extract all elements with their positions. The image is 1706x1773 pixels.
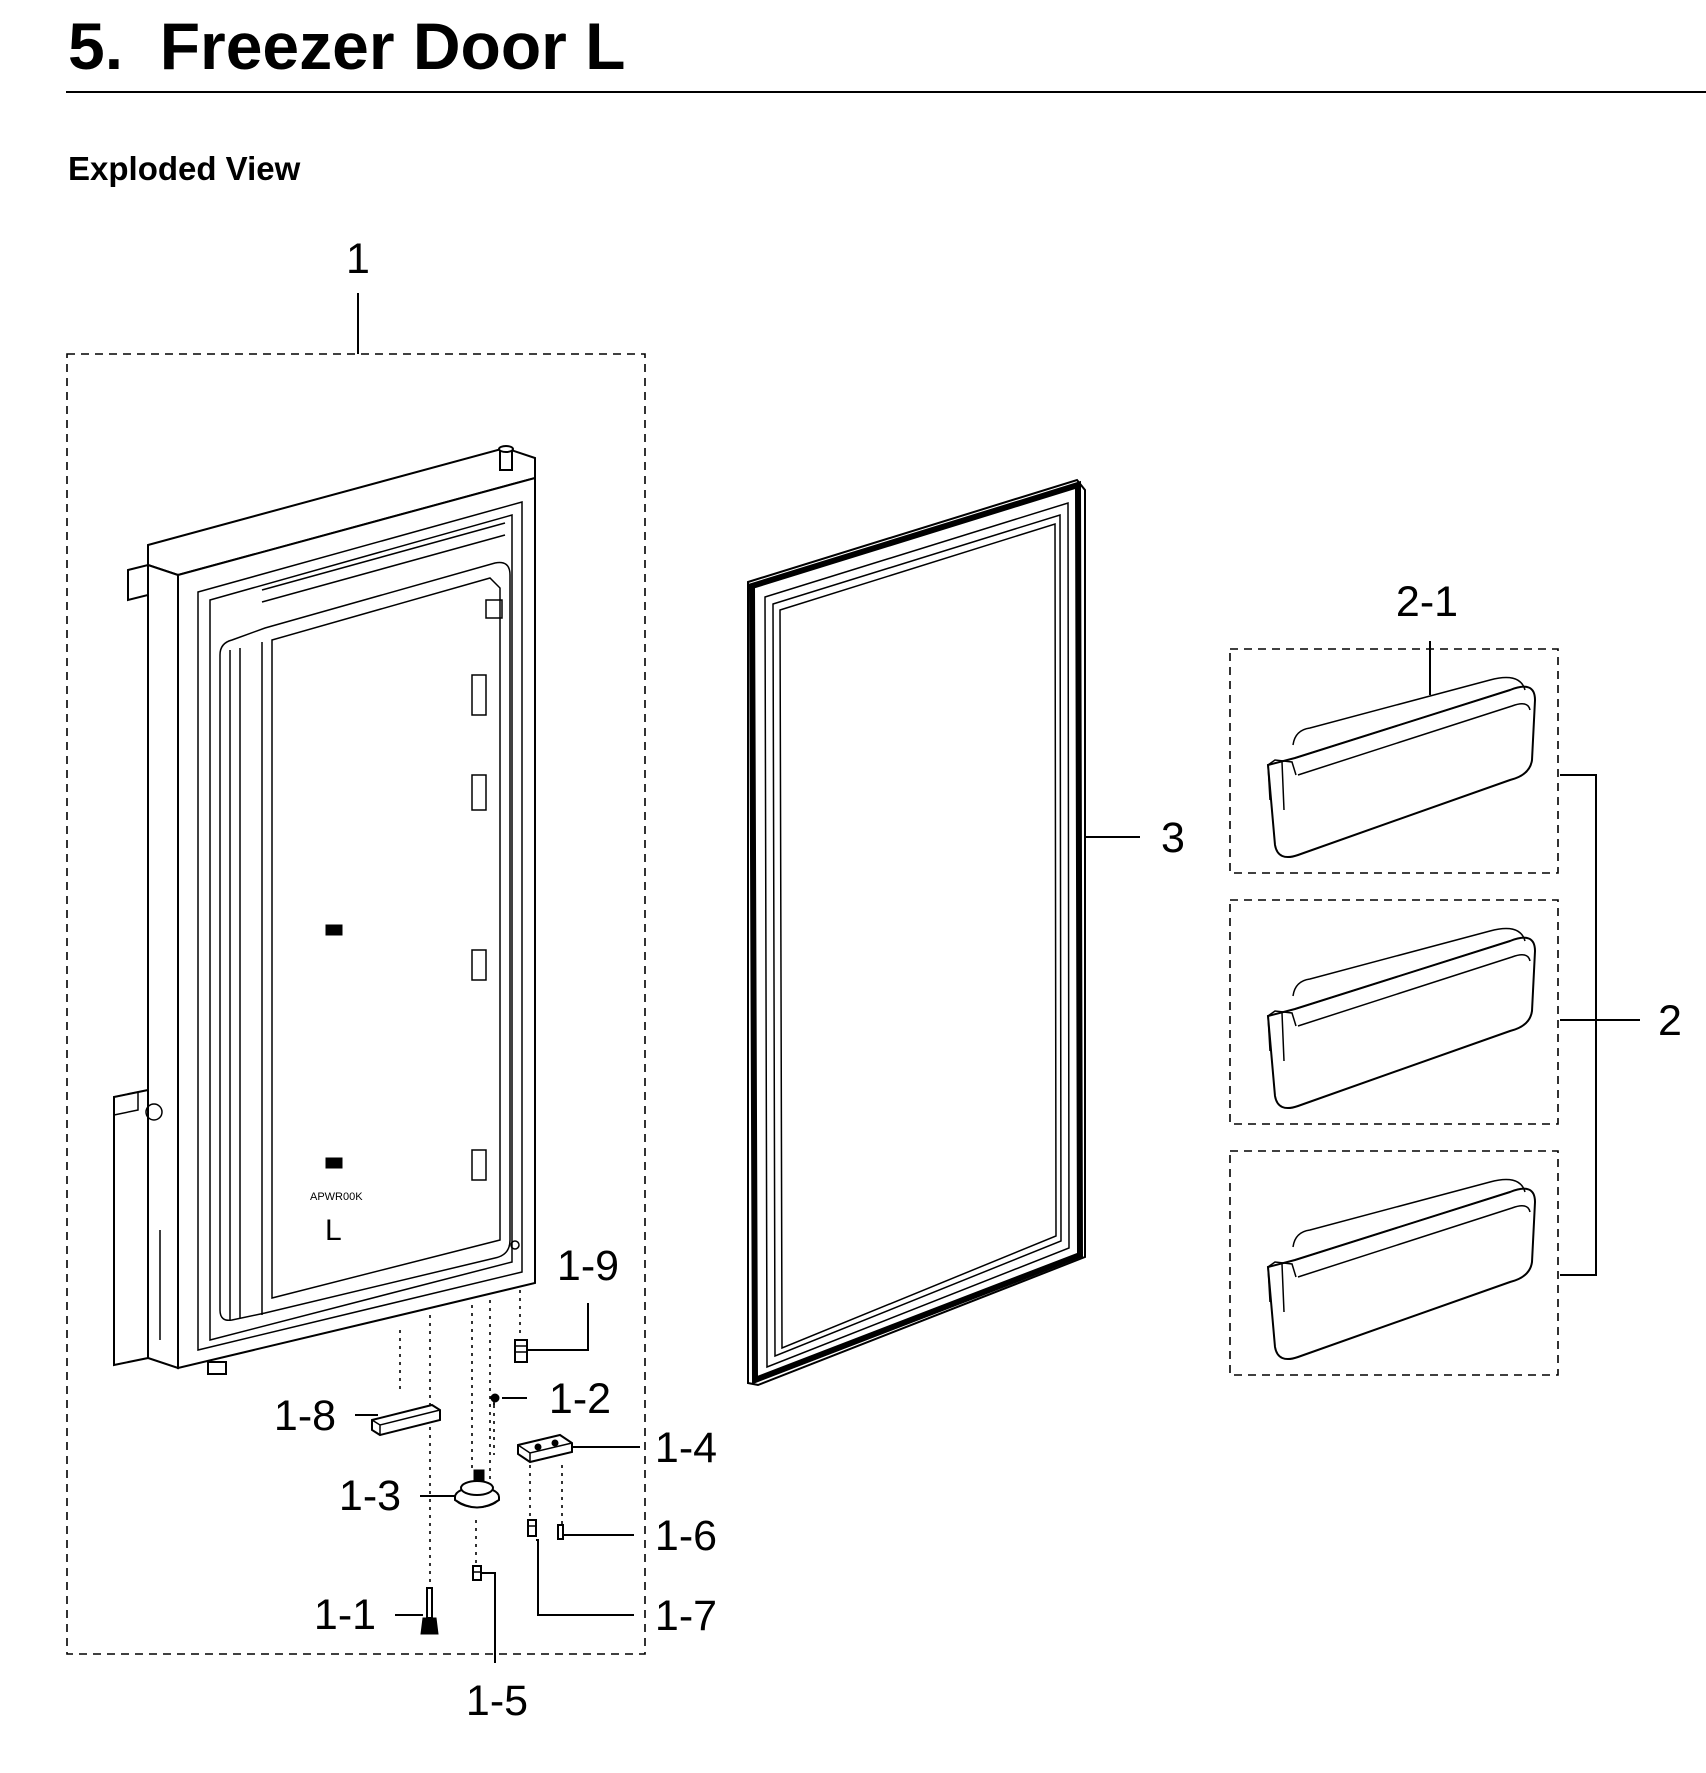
callout-1-5: 1-5 <box>466 1677 528 1725</box>
part-1-6: 1-6 <box>557 1512 717 1560</box>
part-1-2: 1-2 <box>490 1375 611 1423</box>
callout-1-9: 1-9 <box>557 1242 619 1290</box>
door-guard-box-2 <box>1229 899 1559 1125</box>
door-gasket: 3 <box>747 478 1185 1387</box>
callout-1-1: 1-1 <box>314 1591 376 1639</box>
freezer-door-panel: APWR00K L <box>113 445 536 1375</box>
door-model-marking: APWR00K <box>310 1191 363 1203</box>
part-1-5: 1-5 <box>466 1565 528 1725</box>
page-title: 5. Freezer Door L <box>68 9 626 83</box>
callout-3: 3 <box>1161 814 1185 862</box>
callout-1-7: 1-7 <box>655 1592 717 1640</box>
door-guard-bin-2 <box>1266 927 1537 1109</box>
callout-1-2: 1-2 <box>549 1375 611 1423</box>
door-assembly-group: 1 <box>66 235 646 1655</box>
part-1-4: 1-4 <box>517 1424 717 1472</box>
part-1-7: 1-7 <box>527 1519 717 1640</box>
part-1-9: 1-9 <box>514 1242 619 1363</box>
part-1-1: 1-1 <box>314 1587 439 1639</box>
door-guard-box-1 <box>1229 648 1559 874</box>
callout-1: 1 <box>346 235 370 283</box>
callout-1-4: 1-4 <box>655 1424 717 1472</box>
door-guard-bin-3 <box>1266 1178 1537 1360</box>
callout-1-6: 1-6 <box>655 1512 717 1560</box>
door-guard-bin-1 <box>1266 676 1537 858</box>
callout-1-3: 1-3 <box>339 1472 401 1520</box>
door-side-marking: L <box>325 1214 342 1247</box>
section-heading: Exploded View <box>68 150 301 187</box>
callout-1-8: 1-8 <box>274 1392 336 1440</box>
door-guard-group: 2 2-1 <box>1229 578 1682 1376</box>
part-1-8: 1-8 <box>274 1392 441 1440</box>
part-1-3: 1-3 <box>339 1469 500 1520</box>
title-rule <box>66 91 1706 93</box>
door-guard-box-3 <box>1229 1150 1559 1376</box>
callout-2: 2 <box>1658 997 1682 1045</box>
callout-2-1: 2-1 <box>1396 578 1458 626</box>
